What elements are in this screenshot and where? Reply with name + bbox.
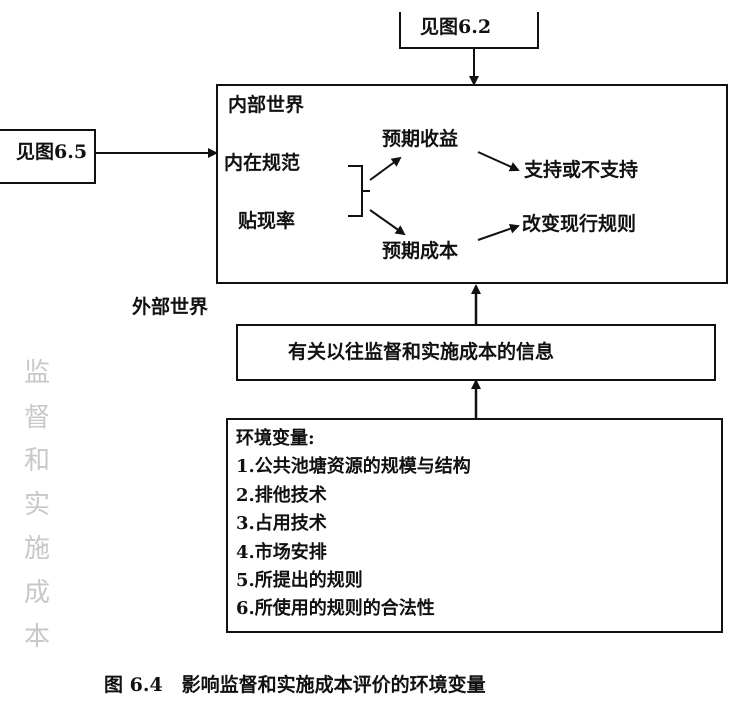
ref-figure-6-2: 见图6.2 — [420, 16, 492, 38]
env-item: 6.所使用的规则的合法性 — [236, 598, 435, 619]
env-item: 3.占用技术 — [236, 513, 327, 534]
inner-world-box — [216, 84, 728, 284]
change-rules-label: 改变现行规则 — [522, 213, 637, 235]
arrow-benefit-to-support — [477, 151, 520, 172]
side-char: 监 — [24, 358, 51, 388]
inner-world-title: 内部世界 — [228, 94, 305, 116]
support-label: 支持或不支持 — [524, 159, 639, 181]
expected-cost-label: 预期成本 — [382, 240, 459, 262]
arrow-to-cost — [369, 209, 406, 236]
info-box-text: 有关以往监督和实施成本的信息 — [288, 341, 555, 363]
top-ref-bracket — [399, 12, 539, 49]
arrow-cost-to-change — [477, 223, 520, 241]
side-char: 成 — [24, 578, 51, 608]
env-item: 4.市场安排 — [236, 542, 327, 563]
env-item: 2.排他技术 — [236, 485, 327, 506]
expected-benefit-label: 预期收益 — [382, 128, 459, 150]
env-item: 5.所提出的规则 — [236, 570, 363, 591]
info-box — [236, 324, 716, 381]
environment-variables-box — [226, 418, 723, 633]
ref-figure-6-5: 见图6.5 — [16, 141, 88, 163]
side-char: 本 — [24, 622, 51, 652]
env-item: 1.公共池塘资源的规模与结构 — [236, 456, 471, 477]
side-char: 施 — [24, 534, 51, 564]
outer-world-label: 外部世界 — [132, 296, 209, 318]
discount-rate-label: 贴现率 — [238, 210, 296, 232]
arrow-to-benefit — [369, 156, 402, 181]
internal-norms-label: 内在规范 — [224, 152, 301, 174]
environment-title: 环境变量: — [236, 428, 315, 449]
left-ref-bracket — [0, 129, 96, 184]
side-char: 和 — [24, 446, 51, 476]
brace — [348, 165, 370, 217]
figure-caption: 图 6.4 影响监督和实施成本评价的环境变量 — [104, 674, 486, 696]
side-char: 督 — [24, 403, 51, 433]
side-char: 实 — [24, 490, 51, 520]
